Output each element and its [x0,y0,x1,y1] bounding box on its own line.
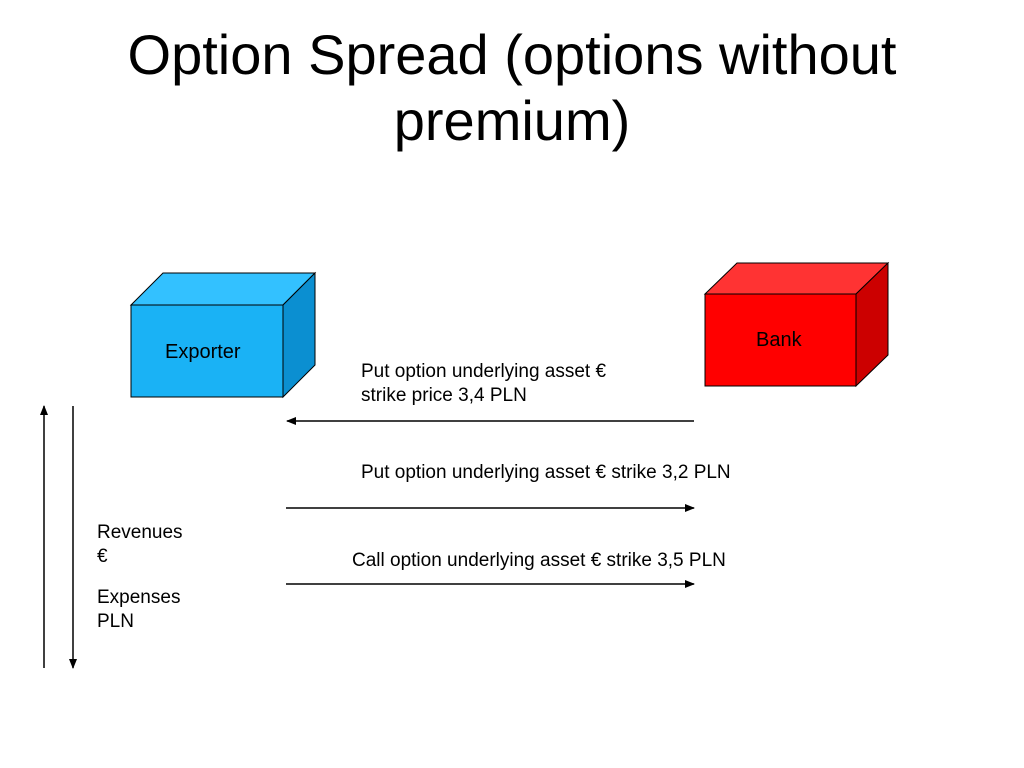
flow-label-call-3-5: Call option underlying asset € strike 3,… [352,550,726,571]
bank-label: Bank [756,329,802,351]
slide-title: Option Spread (options without premium) [0,22,1024,154]
flow-label-put-3-4-line-2: strike price 3,4 PLN [361,385,527,406]
expenses-label-line-1: Expenses [97,587,181,608]
exporter-cube-front [130,304,284,398]
bank-node [703,261,890,388]
flow-label-put-3-4: Put option underlying asset € strike pri… [361,360,606,408]
slide-title-line-1: Option Spread (options without [127,23,897,86]
bank-cube-front [704,293,857,387]
exporter-node [129,271,317,399]
slide-title-line-2: premium) [393,89,631,152]
flow-label-put-3-2: Put option underlying asset € strike 3,2… [361,462,731,483]
revenues-label: Revenues € [97,521,183,569]
expenses-label-line-2: PLN [97,611,134,632]
expenses-label: Expenses PLN [97,586,180,634]
flow-label-put-3-4-line-1: Put option underlying asset € [361,361,607,382]
revenues-label-line-2: € [97,546,108,567]
revenues-label-line-1: Revenues [97,522,183,543]
exporter-label: Exporter [165,341,241,363]
